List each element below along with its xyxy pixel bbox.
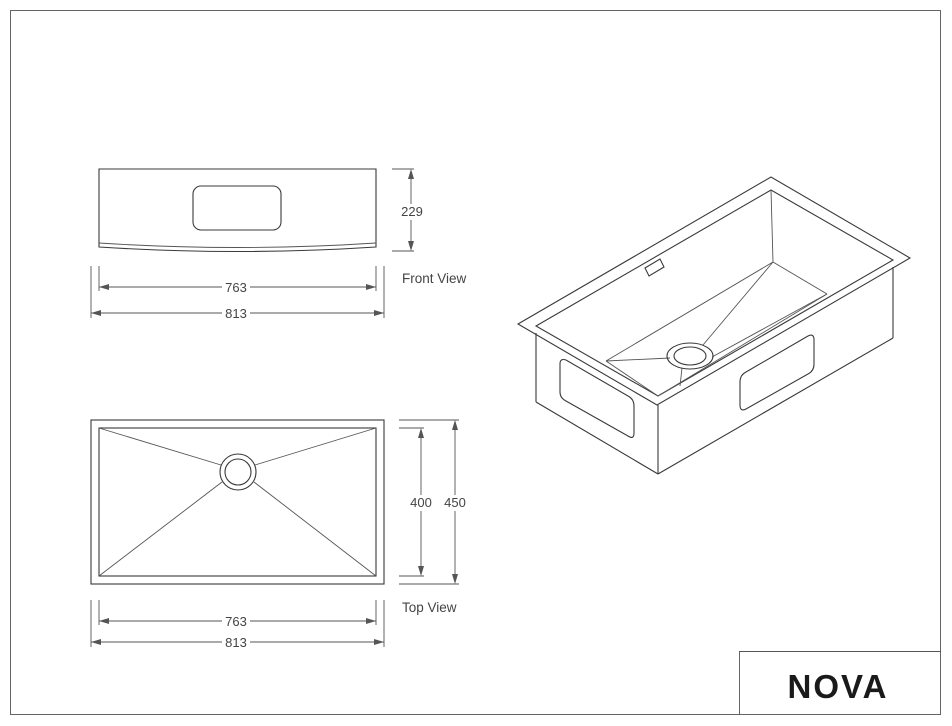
dim-label-top-inner-depth: 400: [410, 495, 432, 510]
iso-back-corner: [770, 189, 774, 263]
iso-floor-edge: [772, 261, 828, 295]
iso-drain-inner: [673, 346, 707, 366]
iso-drain-groove: [605, 357, 671, 362]
dim-label-mask: [222, 635, 250, 649]
dim-label-front-outer-width: 813: [225, 306, 247, 321]
dim-label-front-height: 229: [401, 204, 423, 219]
drain-groove: [98, 481, 223, 577]
dim-arrow: [374, 639, 384, 645]
iso-rim-inner: [534, 189, 895, 397]
iso-drain-groove: [679, 367, 683, 387]
dim-arrow: [366, 618, 376, 624]
dim-label-top-outer-depth: 450: [444, 495, 466, 510]
dim-label-mask: [407, 495, 469, 511]
dim-arrow: [418, 428, 424, 438]
dim-arrow: [99, 284, 109, 290]
iso-floor-edge: [605, 261, 774, 362]
dim-arrow: [452, 420, 458, 430]
drain-outer-ring: [219, 453, 257, 491]
drain-groove: [253, 481, 377, 577]
iso-rim-outer: [516, 176, 912, 406]
isometric-view: [516, 176, 912, 475]
dim-arrow: [99, 618, 109, 624]
dim-arrow: [91, 639, 101, 645]
dim-label-top-inner-width: 763: [225, 614, 247, 629]
top-view-label: Top View: [402, 600, 457, 615]
dim-label-mask: [222, 280, 250, 294]
drain-inner-ring: [224, 458, 252, 486]
dim-label-top-outer-width: 813: [225, 635, 247, 650]
iso-drain-outer: [666, 342, 714, 370]
top-view-outer-rim: [90, 419, 385, 585]
iso-side-panel-right: [739, 334, 815, 411]
title-block: NOVA: [739, 651, 941, 715]
dim-arrow: [418, 566, 424, 576]
iso-drain-groove: [711, 293, 828, 358]
iso-body-bottom-left: [535, 401, 659, 475]
dim-arrow: [408, 241, 414, 251]
dim-label-mask: [222, 306, 250, 320]
iso-floor-front-edge: [657, 293, 828, 397]
dim-arrow: [91, 310, 101, 316]
iso-body-bottom-right: [657, 337, 894, 475]
brand-logo: NOVA: [788, 668, 889, 705]
iso-side-panel-left: [559, 358, 635, 438]
dim-label-front-inner-width: 763: [225, 280, 247, 295]
dim-label-mask: [399, 204, 427, 220]
iso-drain-groove: [702, 261, 774, 346]
dim-arrow: [408, 169, 414, 179]
dim-arrow: [452, 574, 458, 584]
front-view-outline: [98, 168, 377, 253]
front-view-label: Front View: [402, 271, 467, 286]
drain-groove: [98, 427, 222, 466]
sheet-border: [10, 10, 941, 715]
overflow-slot-front: [192, 185, 282, 231]
dim-arrow: [366, 284, 376, 290]
front-view-bottom-edge: [98, 242, 377, 248]
iso-overflow-slot: [644, 258, 665, 277]
dim-arrow: [374, 310, 384, 316]
iso-floor-edge: [605, 360, 659, 397]
front-view: 229 763 813 Front View: [90, 168, 467, 321]
drain-groove: [254, 427, 377, 466]
top-view: 400 450 763 813 Top View: [90, 419, 469, 650]
dim-label-mask: [222, 614, 250, 628]
top-view-inner-basin: [98, 427, 377, 577]
